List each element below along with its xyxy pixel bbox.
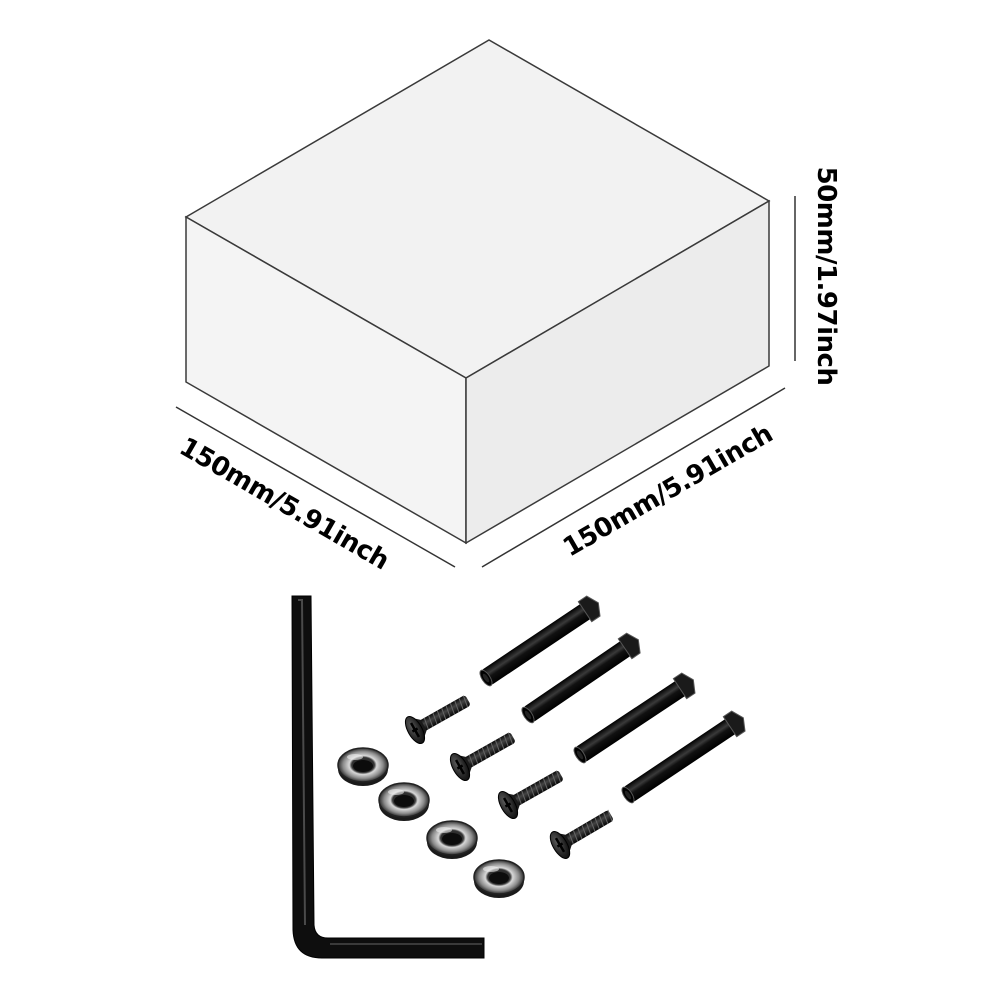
barrel-nut-sleeves	[479, 595, 746, 804]
screw	[497, 770, 563, 820]
sleeve	[521, 632, 641, 724]
hex-key	[291, 595, 485, 959]
washer	[473, 859, 525, 898]
sleeve	[479, 595, 601, 687]
washer	[426, 820, 478, 859]
screw	[449, 732, 515, 782]
countersunk-washers	[337, 747, 525, 898]
length-dimension-line	[175, 406, 456, 568]
width-dimension-line	[481, 387, 786, 568]
box-side-face	[465, 199, 770, 545]
dimension-lines	[175, 196, 796, 568]
height-dimension-label: 50mm/1.97inch	[811, 167, 841, 386]
screw	[549, 809, 613, 859]
screw	[404, 695, 470, 745]
box-drawing	[184, 39, 771, 545]
washer	[378, 782, 430, 821]
sleeve	[573, 672, 696, 764]
countersunk-screws	[404, 695, 613, 859]
sleeve	[621, 710, 746, 804]
washer	[337, 747, 389, 786]
